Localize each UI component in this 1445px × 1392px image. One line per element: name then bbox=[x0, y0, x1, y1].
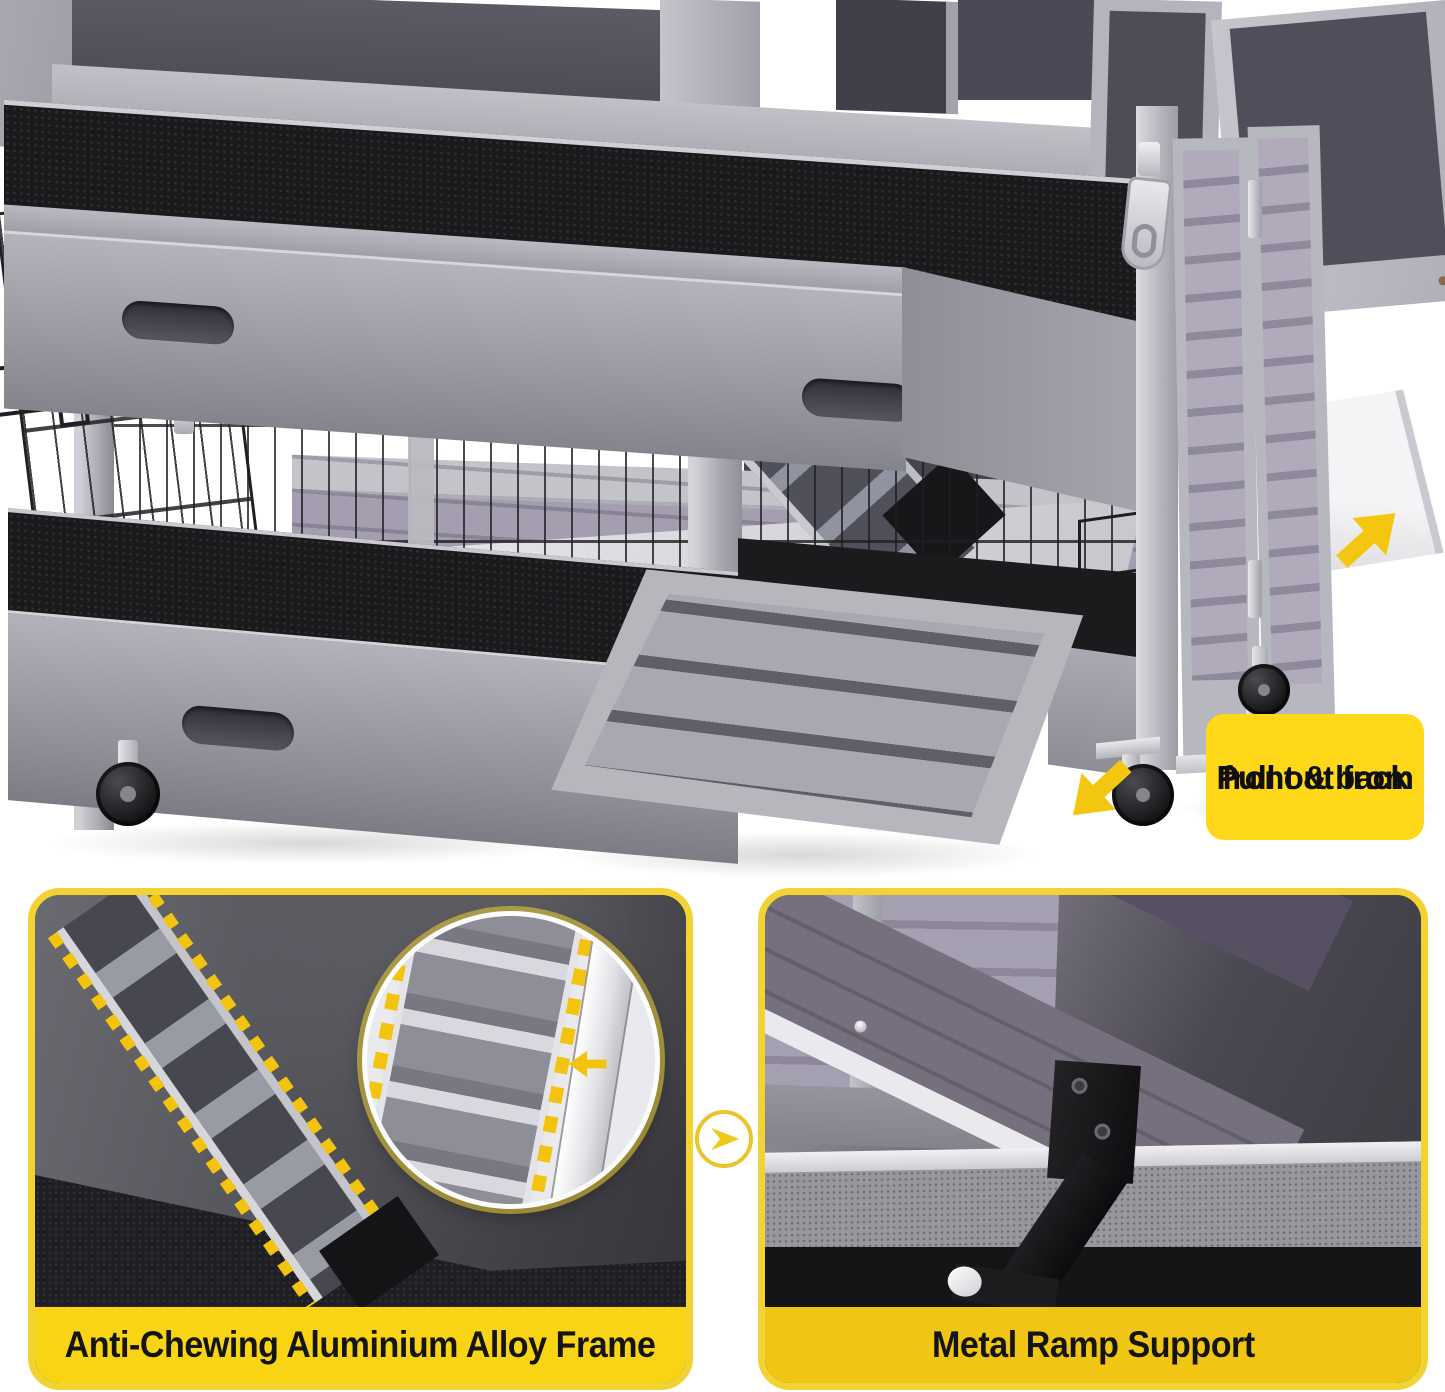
down-left-arrow-icon bbox=[1041, 731, 1160, 850]
up-right-arrow-icon bbox=[1309, 479, 1428, 598]
latch-keeper bbox=[1138, 142, 1160, 176]
louver-panel bbox=[1257, 137, 1323, 685]
pull-out-label-line1: Pull out from bbox=[1216, 758, 1414, 796]
feature-panel-anti-chew: Anti-Chewing Aluminium Alloy Frame bbox=[28, 888, 693, 1390]
upper-hutch-nest-box bbox=[836, 0, 958, 115]
caption-ramp-support: Metal Ramp Support bbox=[765, 1307, 1421, 1383]
tray-floor-dark bbox=[765, 1247, 1421, 1307]
anti-chew-photo bbox=[35, 895, 686, 1307]
ramp-support-photo bbox=[765, 895, 1421, 1307]
tray-handle-cutout bbox=[182, 704, 294, 753]
screw-dot bbox=[852, 1018, 869, 1035]
door-hinge bbox=[1248, 180, 1262, 238]
caption-anti-chew-text: Anti-Chewing Aluminium Alloy Frame bbox=[65, 1324, 656, 1365]
zoomed-ramp-edge bbox=[367, 916, 599, 1204]
upper-hutch-interior-opening-right bbox=[958, 0, 1106, 100]
caster-hub bbox=[1136, 788, 1150, 802]
louver-panel bbox=[1182, 149, 1248, 681]
caption-anti-chew: Anti-Chewing Aluminium Alloy Frame bbox=[35, 1307, 686, 1383]
tray-handle-cutout bbox=[122, 299, 234, 346]
magnifier-inset bbox=[362, 911, 660, 1209]
left-arrow-icon bbox=[559, 1042, 617, 1086]
caster-stem bbox=[1252, 646, 1268, 668]
tray-handle-cutout bbox=[802, 377, 914, 424]
flat-ramp-platform bbox=[551, 569, 1084, 845]
highlight-dashes bbox=[367, 916, 423, 1204]
feature-panel-ramp-support: Metal Ramp Support bbox=[758, 888, 1428, 1390]
play-arrow-icon bbox=[695, 1110, 753, 1168]
pull-out-label: Pull out from front & back bbox=[1206, 714, 1424, 840]
caster-hub bbox=[1258, 684, 1270, 696]
door-hinge bbox=[1248, 560, 1262, 618]
caster-hub bbox=[120, 786, 136, 802]
latch-loop bbox=[1130, 222, 1158, 260]
screw-dot bbox=[1438, 275, 1445, 286]
caption-ramp-support-text: Metal Ramp Support bbox=[931, 1324, 1255, 1365]
screw-dot bbox=[1093, 1123, 1111, 1141]
rabbit-hutch-photo: Pull out from front & back bbox=[0, 0, 1445, 878]
pull-out-label-line2: front & back bbox=[1221, 758, 1409, 796]
caster-stem bbox=[118, 740, 138, 768]
screw-dot bbox=[1070, 1077, 1089, 1095]
ramp-upper-block bbox=[1057, 895, 1353, 992]
